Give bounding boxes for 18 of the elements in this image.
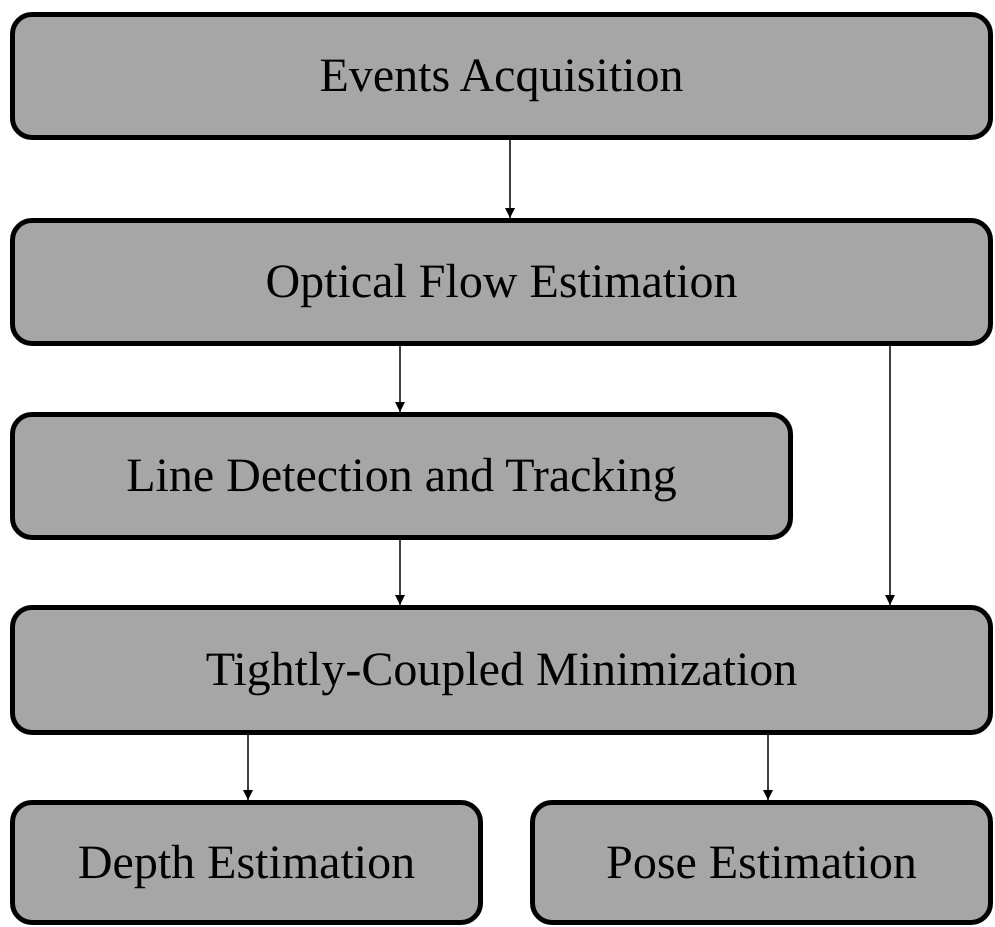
box-label: Optical Flow Estimation [266, 254, 738, 310]
box-label: Pose Estimation [606, 834, 917, 890]
arrow [243, 735, 253, 800]
box-label: Tightly-Coupled Minimization [206, 642, 798, 698]
process-box [10, 605, 993, 735]
process-box [10, 412, 793, 540]
process-box [10, 800, 483, 925]
process-box [10, 218, 993, 346]
box-label: Depth Estimation [78, 834, 416, 890]
process-box [10, 12, 993, 140]
arrow [505, 140, 515, 218]
box-label: Events Acquisition [320, 48, 684, 104]
arrow [395, 540, 405, 605]
arrow [763, 735, 773, 800]
box-label: Line Detection and Tracking [126, 448, 677, 504]
arrow [885, 346, 895, 605]
process-box [530, 800, 993, 925]
arrow [395, 346, 405, 412]
